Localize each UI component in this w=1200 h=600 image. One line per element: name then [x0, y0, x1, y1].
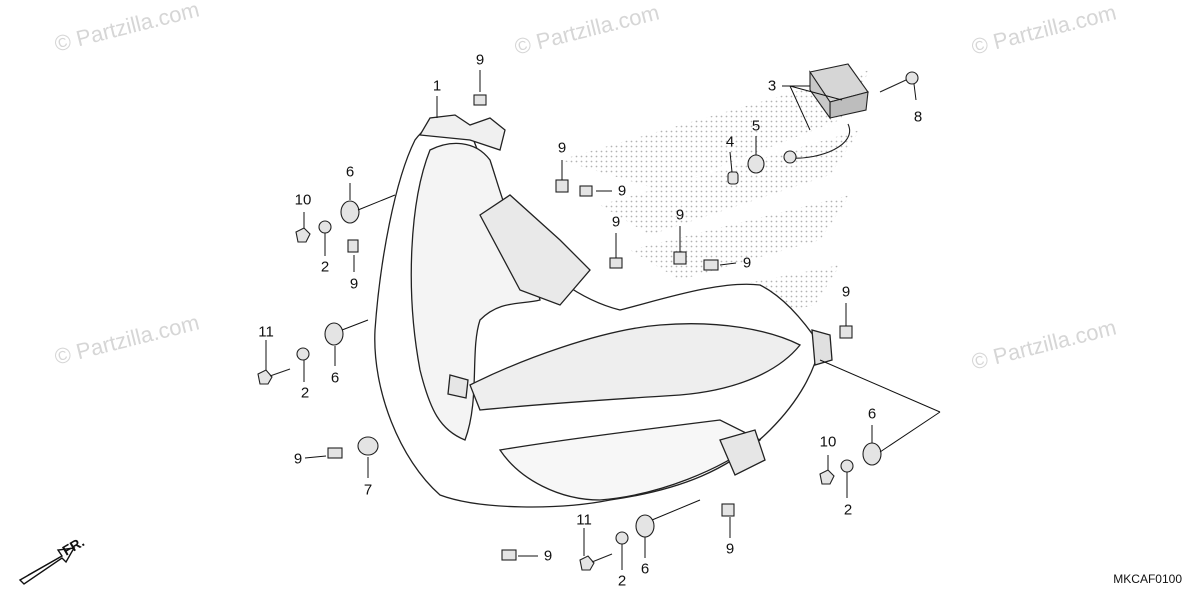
callout-7: 7 — [363, 481, 373, 499]
front-direction-arrow — [18, 547, 76, 585]
callout-10: 10 — [819, 433, 837, 451]
callout-9: 9 — [617, 182, 627, 200]
callout-11: 11 — [576, 511, 592, 529]
hardware-parts — [257, 63, 919, 571]
callout-9: 9 — [611, 213, 621, 231]
callout-3: 3 — [767, 77, 777, 95]
callout-11: 11 — [258, 323, 274, 341]
leader-lines — [265, 70, 941, 570]
callout-4: 4 — [725, 133, 735, 151]
callout-9: 9 — [557, 139, 567, 157]
callout-9: 9 — [675, 206, 685, 224]
callout-6: 6 — [640, 560, 650, 578]
diagram-code: MKCAF0100 — [1113, 572, 1182, 586]
callout-5: 5 — [751, 117, 761, 135]
callout-8: 8 — [913, 108, 923, 126]
callout-2: 2 — [320, 258, 330, 276]
callout-9: 9 — [293, 450, 303, 468]
callout-6: 6 — [345, 163, 355, 181]
callout-9: 9 — [841, 283, 851, 301]
callout-2: 2 — [300, 384, 310, 402]
callout-9: 9 — [475, 51, 485, 69]
callout-6: 6 — [330, 369, 340, 387]
callout-2: 2 — [617, 572, 627, 590]
callout-6: 6 — [867, 405, 877, 423]
callout-2: 2 — [843, 501, 853, 519]
headlight-assembly — [374, 114, 833, 508]
callout-9: 9 — [543, 547, 553, 565]
callout-1: 1 — [432, 77, 442, 95]
callout-9: 9 — [725, 540, 735, 558]
callout-10: 10 — [294, 191, 312, 209]
callout-9: 9 — [349, 275, 359, 293]
callout-9: 9 — [742, 254, 752, 272]
